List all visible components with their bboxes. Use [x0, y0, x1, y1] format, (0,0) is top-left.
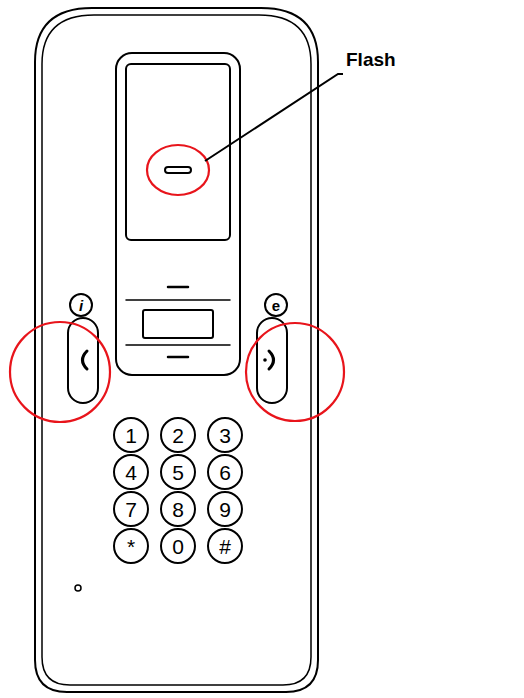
key-digit: 0 — [172, 536, 184, 557]
nav-center-key — [143, 310, 213, 338]
end-icon-dot — [263, 358, 267, 362]
highlight-ring — [246, 323, 344, 421]
talk-key — [68, 318, 98, 403]
keypad-key: 7 — [113, 491, 149, 527]
display-screen — [126, 64, 230, 240]
keypad-key: # — [207, 528, 243, 564]
keypad-key: 2 — [160, 417, 196, 453]
highlight-ring — [147, 145, 209, 195]
key-digit: 4 — [125, 462, 137, 483]
end-icon — [269, 351, 274, 369]
key-digit: 5 — [172, 462, 184, 483]
key-symbol: i — [79, 298, 83, 313]
key-digit: 3 — [219, 425, 231, 446]
soft-key-mark — [168, 286, 188, 289]
talk-icon — [83, 351, 88, 369]
display-frame — [116, 53, 240, 375]
key-digit: # — [219, 536, 231, 557]
key-digit: 2 — [172, 425, 184, 446]
handset-body — [35, 8, 318, 692]
end-key — [257, 318, 287, 403]
key-digit: 9 — [219, 499, 231, 520]
leader-line — [205, 74, 343, 161]
keypad-key: 0 — [160, 528, 196, 564]
keypad-key: 3 — [207, 417, 243, 453]
key-digit: 7 — [125, 499, 137, 520]
handset-inner-outline — [42, 15, 311, 685]
keypad-key: 6 — [207, 454, 243, 490]
nav-divider — [126, 344, 230, 346]
key-digit: 1 — [125, 425, 137, 446]
key-digit: * — [127, 536, 135, 557]
soft-key-mark — [168, 356, 188, 359]
keypad-key: 4 — [113, 454, 149, 490]
keypad-key: 5 — [160, 454, 196, 490]
key-digit: 6 — [219, 462, 231, 483]
keypad-key: 8 — [160, 491, 196, 527]
keypad-key: * — [113, 528, 149, 564]
nav-divider — [126, 299, 230, 301]
flash-key — [165, 167, 191, 173]
key-symbol: e — [272, 298, 280, 313]
callout-label: Flash — [346, 50, 396, 71]
keypad-key: 1 — [113, 417, 149, 453]
highlight-ring — [10, 322, 110, 422]
keypad-key: 9 — [207, 491, 243, 527]
key-digit: 8 — [172, 499, 184, 520]
info-key: i — [69, 293, 93, 317]
menu-key: e — [264, 293, 288, 317]
microphone-hole — [75, 585, 81, 591]
